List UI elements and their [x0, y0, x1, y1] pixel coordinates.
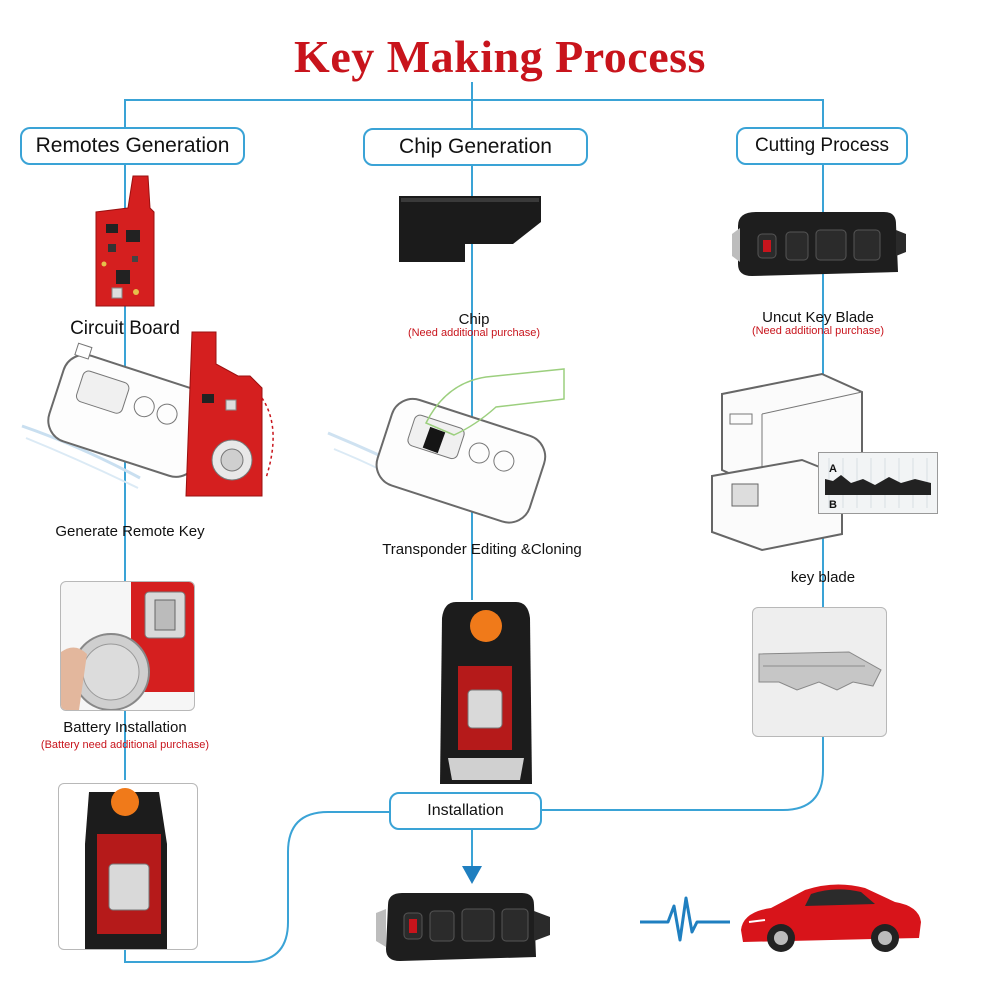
installation-label: Installation — [427, 802, 504, 819]
finished-flip-key-image — [376, 893, 550, 961]
transponder-chip-image — [399, 196, 541, 262]
chip-generation-label: Chip Generation — [399, 135, 552, 158]
circuit-board-label: Circuit Board — [70, 318, 180, 339]
battery-installation-photo — [60, 581, 195, 711]
graph-marker-b: B — [829, 499, 837, 511]
remotes-generation-header: Remotes Generation — [20, 127, 245, 165]
install-arrow-icon — [462, 866, 482, 884]
top-bus-line — [124, 99, 824, 128]
chip-note: (Need additional purchase) — [407, 327, 541, 339]
cutting-process-label: Cutting Process — [754, 135, 890, 156]
circuit-board-image — [95, 175, 155, 307]
heartbeat-icon — [640, 896, 730, 942]
key-profile-graph: A B — [818, 452, 938, 514]
remotes-to-install-line — [124, 811, 389, 963]
transponder-editing-label: Transponder Editing &Cloning — [382, 541, 582, 558]
chip-label: Chip — [458, 311, 490, 328]
opened-remote-photo — [58, 783, 198, 950]
uncut-key-blade-image — [732, 212, 906, 276]
cutting-process-header: Cutting Process — [736, 127, 908, 165]
installation-box: Installation — [389, 792, 542, 830]
uncut-blade-note: (Need additional purchase) — [751, 325, 885, 337]
battery-installation-label: Battery Installation — [63, 719, 187, 736]
remotes-generation-label: Remotes Generation — [35, 134, 230, 157]
red-sports-car-image — [741, 884, 921, 952]
key-blade-photo — [752, 607, 887, 737]
chip-programmer-image — [327, 368, 565, 524]
generate-remote-key-label: Generate Remote Key — [55, 523, 205, 540]
key-blade-label: key blade — [790, 569, 856, 586]
cutting-to-install-line — [542, 735, 824, 811]
remote-programmer-image — [21, 331, 274, 497]
chip-generation-header: Chip Generation — [363, 128, 588, 166]
page-title: Key Making Process — [294, 31, 706, 82]
uncut-key-blade-label: Uncut Key Blade — [762, 309, 874, 326]
battery-note: (Battery need additional purchase) — [40, 739, 210, 751]
remote-key-shell-image — [440, 602, 532, 784]
graph-marker-a: A — [829, 463, 837, 475]
